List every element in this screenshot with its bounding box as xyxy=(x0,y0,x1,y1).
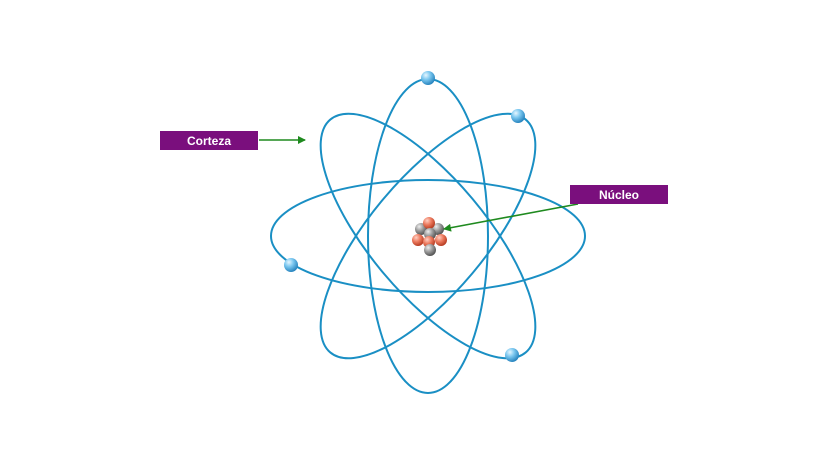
electron xyxy=(284,258,298,272)
proton xyxy=(423,217,435,229)
neutron xyxy=(424,244,436,256)
proton xyxy=(412,234,424,246)
proton xyxy=(435,234,447,246)
orbit-horizontal xyxy=(270,179,586,293)
nucleo-arrow xyxy=(443,203,579,232)
electron xyxy=(511,109,525,123)
orbit-diagonal-left xyxy=(319,112,537,360)
nucleo-label: Núcleo xyxy=(570,185,668,204)
electron xyxy=(505,348,519,362)
corteza-label-text: Corteza xyxy=(186,133,231,148)
electron xyxy=(421,71,435,85)
corteza-label: Corteza xyxy=(160,131,258,150)
electrons xyxy=(284,71,525,362)
orbit-diagonal-right xyxy=(319,112,537,360)
nucleus xyxy=(412,217,447,256)
nucleo-label-text: Núcleo xyxy=(598,187,639,202)
